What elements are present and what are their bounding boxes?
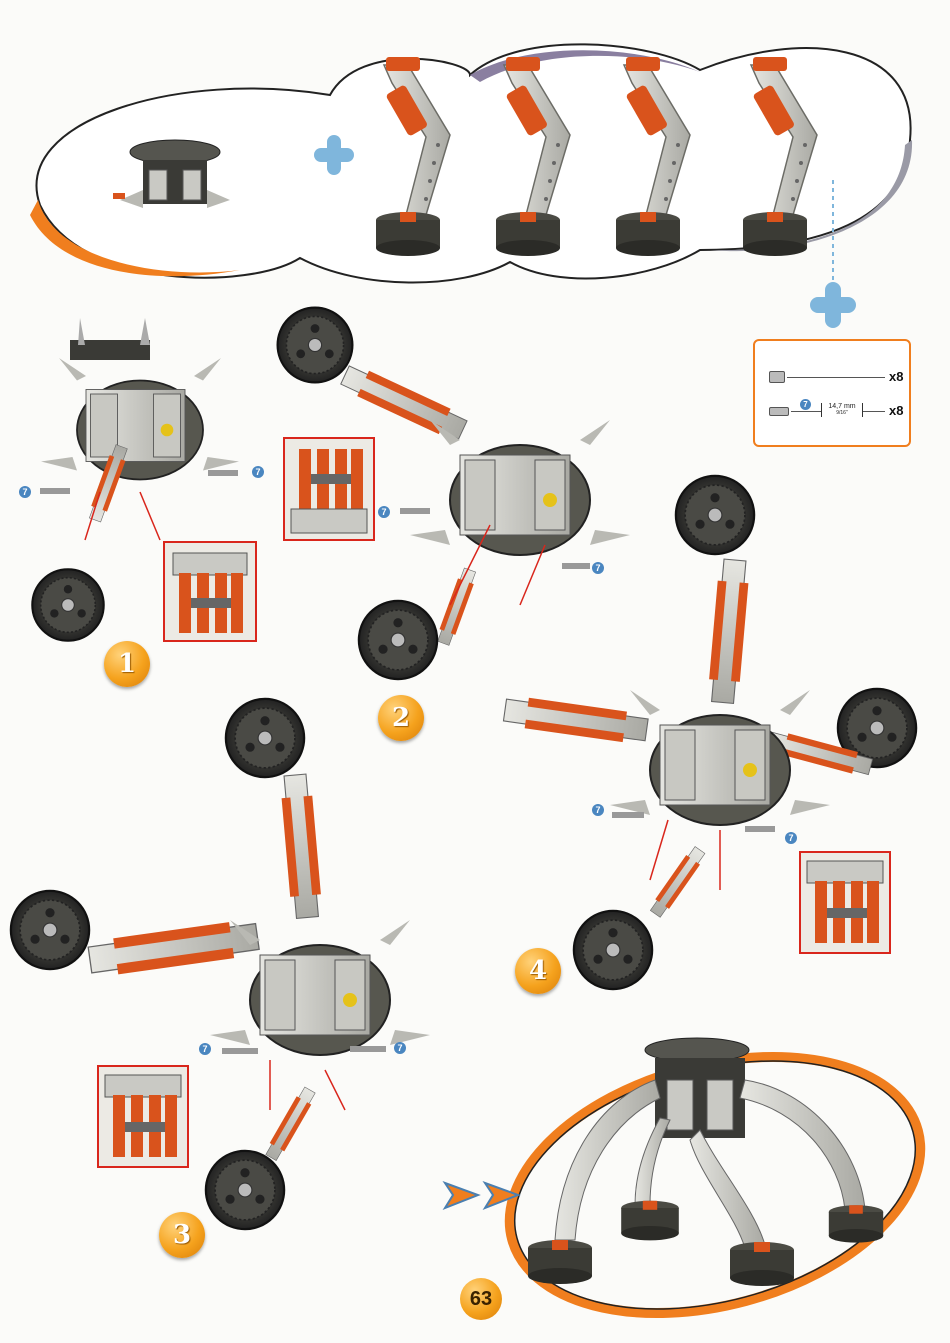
svg-text:7: 7 (397, 1043, 402, 1053)
nut-quantity: x8 (889, 369, 903, 384)
svg-text:7: 7 (255, 467, 260, 477)
step-3-badge: 3 (159, 1212, 205, 1258)
step-2-badge: 2 (378, 695, 424, 741)
tool-7-callout: 7 (378, 506, 390, 518)
tool-7-callout: 7 (199, 1043, 211, 1055)
svg-text:7: 7 (788, 833, 793, 843)
svg-text:7: 7 (22, 487, 27, 497)
tool-7-callout: 7 (252, 466, 264, 478)
bolt-length: 14,7 mm 9/16" (821, 403, 863, 417)
leader-line (863, 411, 885, 412)
tool-7-callout: 7 (785, 832, 797, 844)
svg-text:7: 7 (381, 507, 386, 517)
step-1-badge: 1 (104, 641, 150, 687)
parts-list: x8 7 14,7 mm 9/16" x8 (753, 339, 911, 447)
step-3-assembly (11, 699, 430, 1229)
svg-text:7: 7 (595, 805, 600, 815)
tool-7-callout: 7 (394, 1042, 406, 1054)
svg-text:7: 7 (595, 563, 600, 573)
leader-line (787, 377, 885, 378)
final-assembly (481, 1015, 949, 1343)
detail-inset (97, 1065, 189, 1168)
detail-inset (163, 541, 257, 642)
bolt-length-inch: 9/16" (822, 410, 862, 417)
bolt-icon (769, 407, 789, 416)
tool-7-callout: 7 (592, 804, 604, 816)
bolt-quantity: x8 (889, 403, 903, 418)
tool-7-badge: 7 (800, 399, 811, 410)
detail-inset (283, 437, 375, 541)
svg-text:7: 7 (202, 1044, 207, 1054)
step-4-badge: 4 (515, 948, 561, 994)
nut-icon (769, 371, 785, 383)
tool-7-callout: 7 (592, 562, 604, 574)
bolt-length-mm: 14,7 mm (822, 403, 862, 410)
page-number: 63 (460, 1278, 502, 1320)
detail-inset (799, 851, 891, 954)
plus-icon (810, 282, 856, 328)
tool-7-callout: 7 (19, 486, 31, 498)
leader-line (791, 411, 821, 412)
